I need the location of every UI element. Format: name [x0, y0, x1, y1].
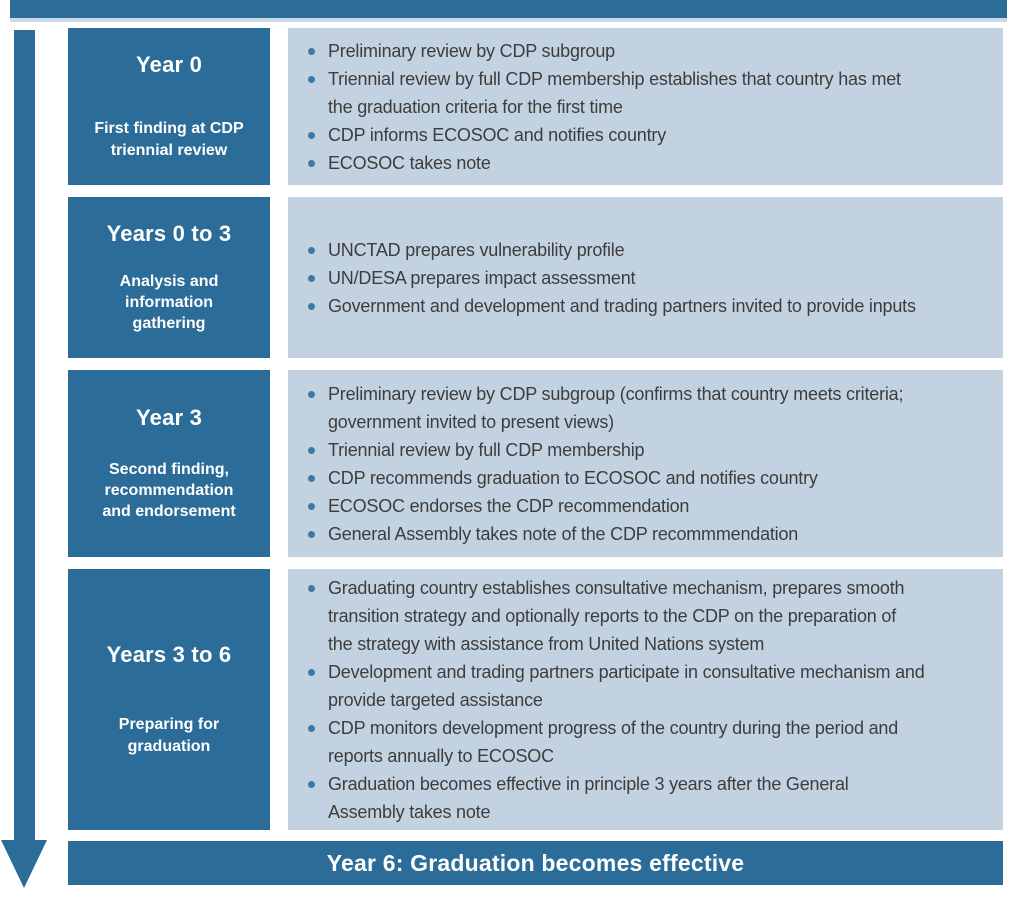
step-item: ECOSOC takes note — [308, 149, 925, 177]
step-item: Government and development and trading p… — [308, 292, 925, 320]
bullet-icon — [308, 274, 315, 282]
step-text: Graduating country establishes consultat… — [328, 577, 905, 654]
bullet-icon — [308, 131, 315, 139]
bullet-icon — [308, 246, 315, 254]
step-text: Triennial review by full CDP membership … — [328, 68, 901, 117]
timeline-row: Years 0 to 3 Analysis and information ga… — [68, 197, 1003, 358]
period-title: Year 3 — [135, 404, 203, 430]
step-text: Preliminary review by CDP subgroup — [328, 40, 615, 61]
step-text: CDP recommends graduation to ECOSOC and … — [328, 467, 818, 488]
step-item: UNCTAD prepares vulnerability profile — [308, 236, 925, 264]
step-text: Government and development and trading p… — [328, 295, 916, 316]
step-item: ECOSOC endorses the CDP recommendation — [308, 492, 925, 520]
step-item: Triennial review by full CDP membership — [308, 436, 925, 464]
bullet-icon — [308, 474, 315, 482]
bullet-icon — [308, 668, 315, 676]
steps-list: Preliminary review by CDP subgroup (conf… — [308, 380, 925, 548]
phase-label: First finding at CDP triennial review — [94, 120, 244, 159]
period-label-box: Year 0 First finding at CDP triennial re… — [68, 28, 270, 185]
bullet-icon — [308, 390, 315, 398]
bullet-icon — [308, 724, 315, 732]
timeline-row: Year 0 First finding at CDP triennial re… — [68, 28, 1003, 185]
footer-bar: Year 6: Graduation becomes effective — [68, 841, 1003, 885]
step-item: CDP monitors development progress of the… — [308, 714, 925, 770]
step-item: General Assembly takes note of the CDP r… — [308, 520, 925, 548]
bullet-icon — [308, 47, 315, 55]
period-title: Year 0 — [135, 52, 203, 78]
timeline-row: Years 3 to 6 Preparing for graduation Gr… — [68, 569, 1003, 830]
step-item: Development and trading partners partici… — [308, 658, 925, 714]
step-text: Triennial review by full CDP membership — [328, 439, 645, 460]
step-item: CDP informs ECOSOC and notifies country — [308, 121, 925, 149]
step-text: CDP monitors development progress of the… — [328, 717, 898, 766]
timeline-arrow-down-icon — [1, 840, 47, 888]
period-label-box: Years 3 to 6 Preparing for graduation — [68, 569, 270, 830]
step-item: CDP recommends graduation to ECOSOC and … — [308, 464, 925, 492]
period-title: Years 0 to 3 — [106, 220, 232, 246]
bullet-icon — [308, 159, 315, 167]
timeline-row: Year 3 Second finding, recommendation an… — [68, 370, 1003, 557]
bullet-icon — [308, 446, 315, 454]
step-text: UN/DESA prepares impact assessment — [328, 267, 636, 288]
period-title: Years 3 to 6 — [106, 642, 232, 668]
step-item: Graduating country establishes consultat… — [308, 574, 925, 658]
step-item: Preliminary review by CDP subgroup (conf… — [308, 380, 925, 436]
phase-label: Second finding, recommendation and endor… — [102, 460, 236, 521]
phase-label: Analysis and information gathering — [119, 272, 219, 333]
steps-list: Graduating country establishes consultat… — [308, 574, 925, 826]
step-text: Graduation becomes effective in principl… — [328, 773, 849, 822]
step-text: UNCTAD prepares vulnerability profile — [328, 239, 625, 260]
timeline-arrow-shaft — [14, 30, 35, 840]
bullet-icon — [308, 502, 315, 510]
step-text: ECOSOC endorses the CDP recommendation — [328, 495, 690, 516]
bullet-icon — [308, 302, 315, 310]
step-item: Graduation becomes effective in principl… — [308, 770, 925, 826]
period-label-box: Year 3 Second finding, recommendation an… — [68, 370, 270, 557]
bullet-icon — [308, 780, 315, 788]
steps-panel: Graduating country establishes consultat… — [288, 569, 1003, 830]
step-item: UN/DESA prepares impact assessment — [308, 264, 925, 292]
bullet-icon — [308, 75, 315, 83]
step-item: Preliminary review by CDP subgroup — [308, 37, 925, 65]
phase-label: Preparing for graduation — [118, 716, 220, 755]
step-text: ECOSOC takes note — [328, 152, 491, 173]
period-label-box: Years 0 to 3 Analysis and information ga… — [68, 197, 270, 358]
bullet-icon — [308, 530, 315, 538]
step-text: Development and trading partners partici… — [328, 661, 925, 710]
step-text: CDP informs ECOSOC and notifies country — [328, 124, 666, 145]
step-text: General Assembly takes note of the CDP r… — [328, 523, 799, 544]
steps-panel: Preliminary review by CDP subgroup (conf… — [288, 370, 1003, 557]
header-bar — [10, 0, 1007, 22]
footer-label: Year 6: Graduation becomes effective — [326, 849, 745, 876]
step-text: Preliminary review by CDP subgroup (conf… — [328, 383, 904, 432]
step-item: Triennial review by full CDP membership … — [308, 65, 925, 121]
timeline-rows: Year 0 First finding at CDP triennial re… — [68, 28, 1003, 830]
bullet-icon — [308, 584, 315, 592]
